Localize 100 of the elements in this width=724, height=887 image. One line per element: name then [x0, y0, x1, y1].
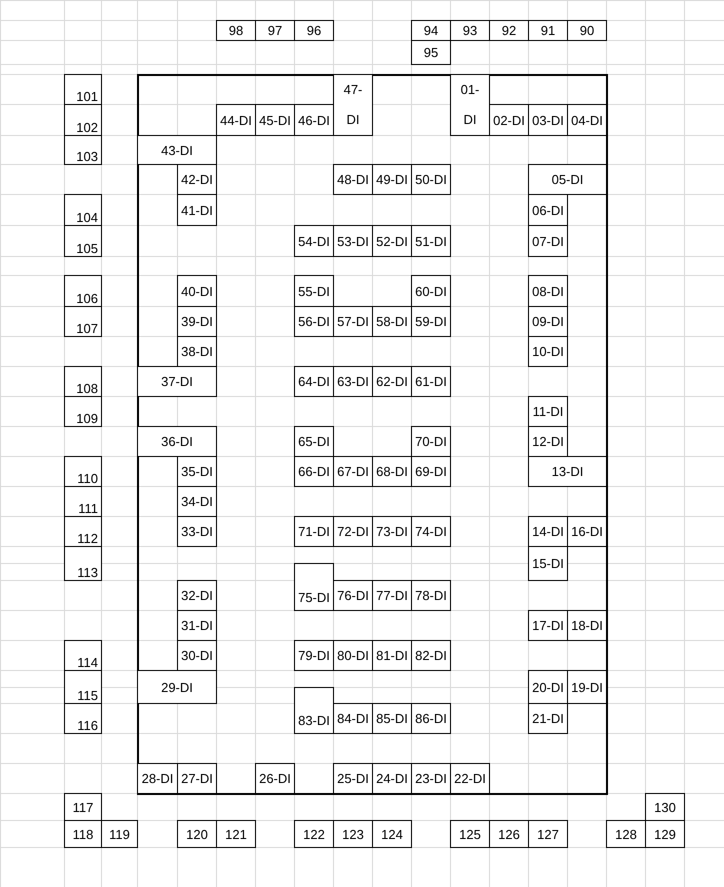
box-label: 75-DI	[298, 591, 330, 604]
label-box	[294, 225, 334, 257]
label-box	[177, 763, 217, 794]
box-label: 91	[540, 24, 556, 37]
label-box	[411, 703, 451, 734]
label-box	[528, 336, 568, 367]
box-label: 38-DI	[181, 345, 213, 358]
label-box	[333, 640, 373, 671]
box-label: 96	[306, 24, 322, 37]
box-label: 70-DI	[415, 435, 447, 448]
box-label: 94	[424, 24, 438, 37]
number-box	[64, 640, 102, 671]
box-label: 73-DI	[376, 525, 408, 538]
label-box	[333, 516, 373, 547]
number-box	[64, 225, 102, 257]
box-label: 21-DI	[532, 712, 564, 725]
box-label: 108	[76, 382, 98, 395]
box-label: 103	[76, 150, 98, 163]
box-label: 102	[76, 121, 98, 134]
box-label: 15-DI	[532, 557, 564, 570]
box-label: 67-DI	[337, 465, 369, 478]
label-box	[177, 640, 217, 671]
label-box	[333, 366, 373, 397]
label-box	[372, 306, 412, 337]
box-label: 83-DI	[298, 714, 330, 727]
label-box	[177, 194, 217, 226]
box-label: 29-DI	[161, 680, 193, 694]
label-box	[333, 74, 373, 136]
box-label: 18-DI	[571, 619, 603, 632]
box-label: 105	[76, 242, 98, 255]
box-label: 22-DI	[454, 772, 486, 785]
box-label: 107	[76, 322, 98, 335]
label-box	[333, 703, 373, 734]
label-box	[294, 563, 334, 611]
label-box	[528, 670, 568, 704]
box-label: 125	[459, 828, 481, 840]
box-label: 55-DI	[298, 284, 330, 298]
box-label: 06-DI	[532, 204, 564, 216]
box-label: 24-DI	[376, 772, 408, 785]
label-box	[411, 516, 451, 547]
label-box	[528, 456, 607, 487]
box-label: 104	[76, 211, 98, 224]
number-box	[64, 793, 102, 821]
box-label: 56-DI	[298, 315, 330, 328]
box-label: 39-DI	[181, 315, 213, 328]
number-box	[333, 820, 373, 848]
box-label: 20-DI	[532, 680, 564, 694]
number-box	[606, 820, 646, 848]
number-box	[489, 820, 529, 848]
label-box	[294, 516, 334, 547]
label-box	[411, 426, 451, 457]
number-box	[411, 20, 451, 41]
number-box	[645, 820, 685, 848]
box-label: 110	[77, 472, 98, 485]
label-box	[372, 703, 412, 734]
box-label: 114	[77, 656, 98, 669]
box-label: 03-DI	[532, 114, 564, 126]
label-box	[528, 275, 568, 307]
box-label: 37-DI	[161, 375, 193, 388]
box-label: 127	[537, 828, 559, 840]
label-box	[411, 580, 451, 611]
box-label: 68-DI	[376, 465, 408, 478]
number-box	[372, 820, 412, 848]
box-label: 74-DI	[415, 525, 447, 538]
box-label: 126	[498, 828, 520, 840]
label-box	[528, 426, 568, 457]
label-box	[567, 516, 607, 547]
label-box	[528, 306, 568, 337]
box-label: 81-DI	[376, 649, 408, 662]
label-box	[528, 703, 568, 734]
label-box	[333, 456, 373, 487]
room-outline	[137, 74, 608, 795]
box-label: 53-DI	[337, 234, 369, 248]
box-label: 86-DI	[415, 712, 447, 725]
label-box	[294, 306, 334, 337]
box-label: 124	[381, 828, 403, 840]
box-label: 49-DI	[376, 173, 408, 186]
number-box	[64, 135, 102, 165]
label-box	[411, 640, 451, 671]
box-label: 122	[303, 828, 325, 840]
number-box	[294, 820, 334, 848]
box-label: 72-DI	[337, 525, 369, 538]
label-box	[333, 225, 373, 257]
box-label: 111	[78, 502, 98, 515]
label-box	[177, 486, 217, 517]
label-box	[372, 516, 412, 547]
box-label: 119	[109, 828, 130, 840]
box-label: 97	[268, 24, 282, 37]
label-box	[294, 275, 334, 307]
label-box	[177, 580, 217, 611]
label-box	[372, 164, 412, 195]
label-box	[294, 456, 334, 487]
label-box	[294, 426, 334, 457]
label-box	[528, 164, 607, 195]
label-box	[489, 104, 529, 136]
box-label: 115	[77, 689, 98, 702]
box-label: 95	[424, 46, 438, 59]
box-label: 11-DI	[532, 405, 564, 418]
box-label: 117	[72, 800, 94, 814]
box-label: 129	[654, 828, 676, 840]
